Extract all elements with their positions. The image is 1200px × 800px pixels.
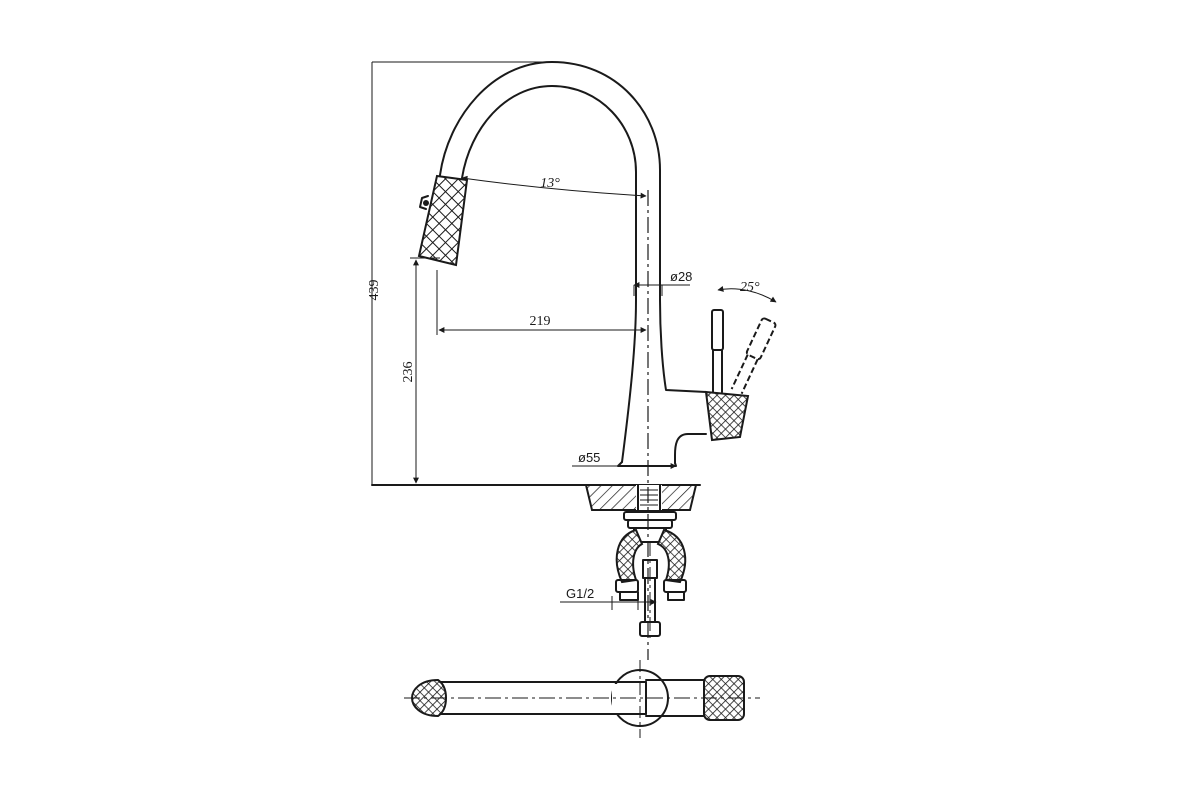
dim-handle-angle: 25° <box>717 280 777 303</box>
top-view <box>404 660 760 738</box>
dim-total-height: 439 <box>367 61 552 485</box>
dim-spout-diameter-label: ø28 <box>670 269 692 284</box>
lever-handle <box>704 309 777 442</box>
spout-gooseneck <box>417 61 707 464</box>
dim-thread: G1/2 <box>560 586 657 610</box>
dim-reach: 219 <box>436 270 647 335</box>
dim-spout-angle: 13° <box>461 175 647 199</box>
dim-spout-height: 236 <box>401 257 440 484</box>
dim-spout-height-label: 236 <box>401 362 416 383</box>
dim-spout-angle-label: 13° <box>540 176 560 191</box>
dim-reach-label: 219 <box>530 314 551 329</box>
dim-thread-label: G1/2 <box>566 586 594 601</box>
dim-base-diameter: ø55 <box>572 450 677 469</box>
dim-base-diameter-label: ø55 <box>578 450 600 465</box>
dim-handle-angle-label: 25° <box>740 280 760 295</box>
fixing-assembly <box>615 511 687 640</box>
dim-spout-diameter: ø28 <box>633 269 692 296</box>
countertop-section <box>584 484 698 513</box>
dim-total-height-label: 439 <box>367 280 382 301</box>
spray-head <box>417 174 469 267</box>
side-view: 439 236 219 13° ø28 25° <box>367 61 777 660</box>
